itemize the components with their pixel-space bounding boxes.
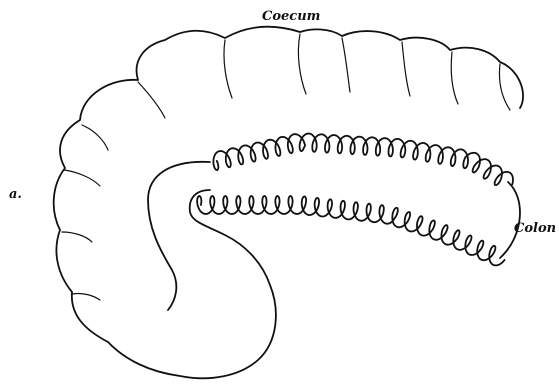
haustral-fold — [64, 170, 100, 186]
haustral-fold — [62, 232, 92, 242]
haustral-fold — [72, 293, 100, 300]
colon-label: Colon — [514, 221, 556, 236]
haustral-fold — [499, 64, 510, 110]
colon-upper-coil — [213, 134, 513, 186]
coecum-inner-curve — [148, 162, 210, 310]
haustral-fold — [224, 40, 232, 98]
haustral-fold — [451, 52, 458, 104]
colon-bend — [500, 182, 520, 258]
panel-letter: a. — [9, 187, 22, 202]
haustral-fold — [138, 82, 165, 118]
haustral-fold — [342, 38, 350, 92]
haustral-fold — [402, 42, 410, 96]
haustral-fold — [82, 125, 108, 150]
colon-lower-coil — [197, 196, 504, 265]
coecum-label: Coecum — [262, 9, 320, 24]
colon-coils — [197, 134, 520, 266]
haustral-fold — [298, 34, 306, 94]
